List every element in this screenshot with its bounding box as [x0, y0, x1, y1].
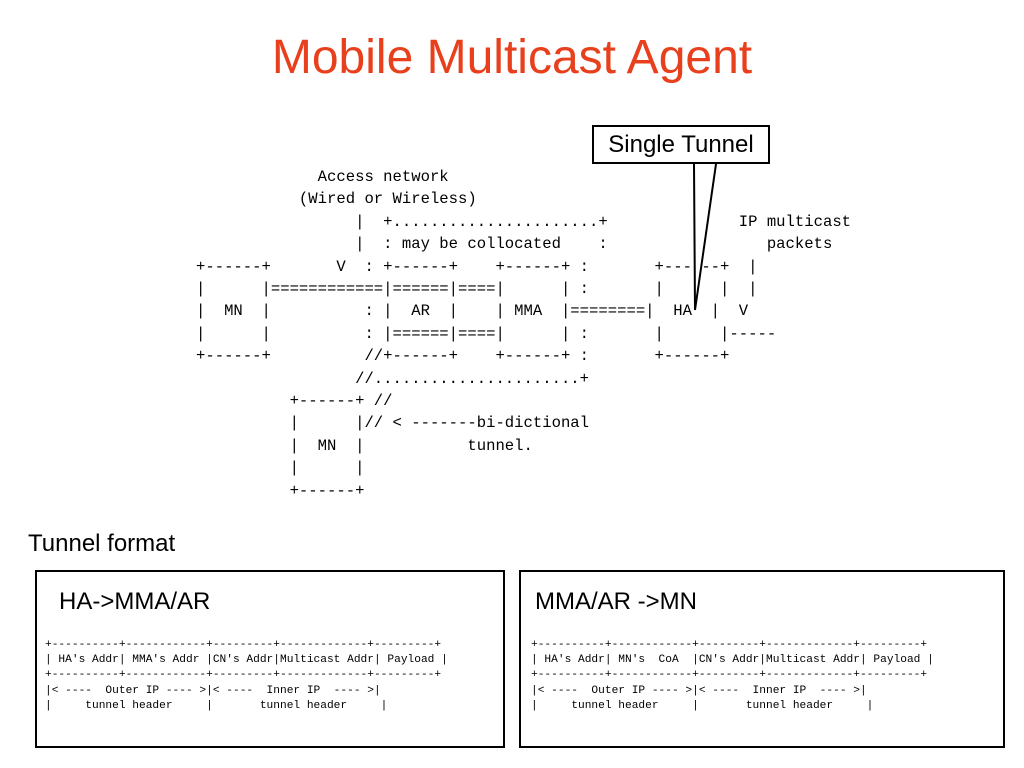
ha-to-mma-header-table: +----------+------------+---------+-----…	[45, 639, 448, 712]
ha-to-mma-format-panel: HA->MMA/AR +----------+------------+----…	[35, 570, 505, 748]
mma-to-mn-header-table: +----------+------------+---------+-----…	[531, 639, 934, 712]
mma-to-mn-title: MMA/AR ->MN	[535, 588, 697, 615]
mma-to-mn-format-panel: MMA/AR ->MN +----------+------------+---…	[519, 570, 1005, 748]
ha-to-mma-title: HA->MMA/AR	[59, 588, 211, 615]
slide-title: Mobile Multicast Agent	[271, 31, 753, 84]
single-tunnel-callout: Single Tunnel	[592, 125, 770, 164]
tunnel-format-label: Tunnel format	[28, 530, 176, 557]
network-ascii-diagram: Access network (Wired or Wireless) | +..…	[196, 168, 852, 500]
